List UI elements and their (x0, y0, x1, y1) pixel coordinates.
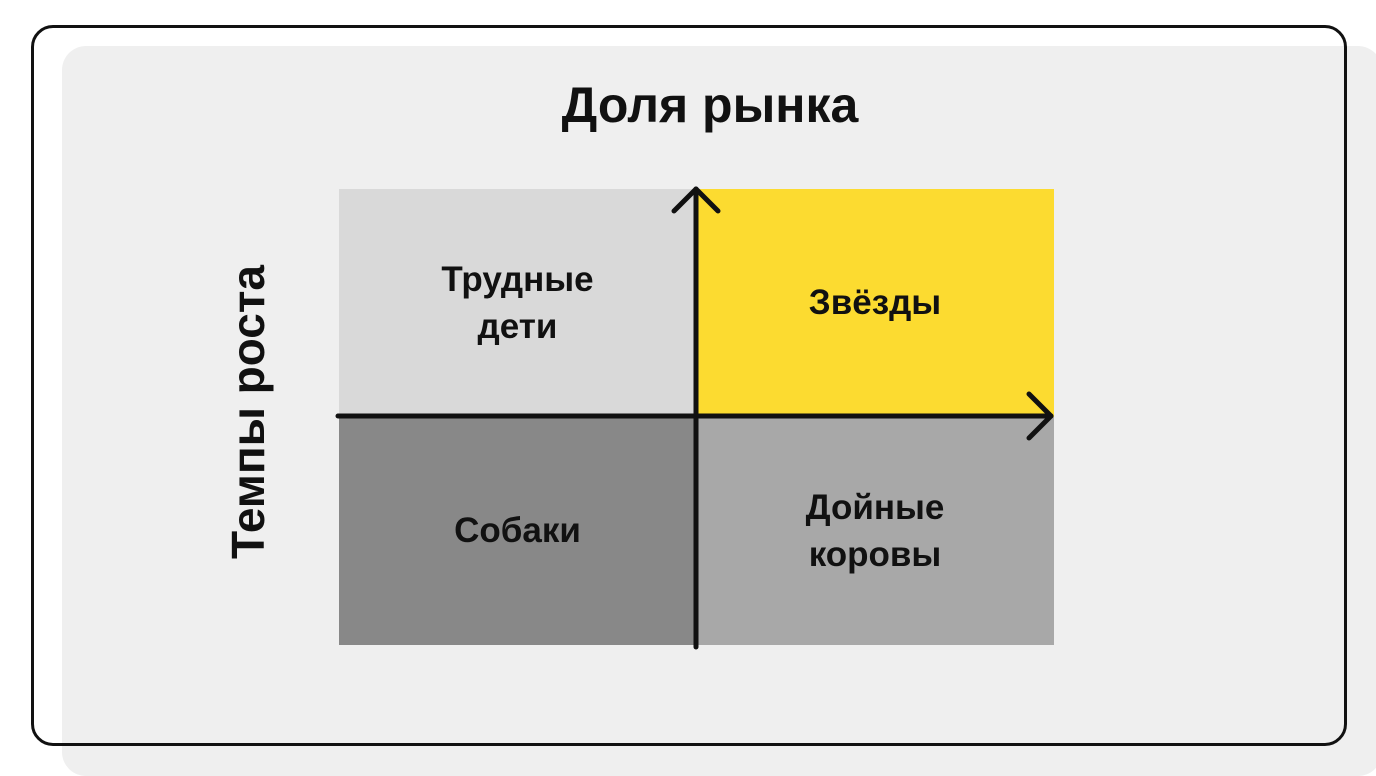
x-arrow-icon (1026, 391, 1054, 441)
quadrant-stars: Звёзды (696, 189, 1054, 417)
label: Звёзды (808, 283, 942, 323)
y-arrow-icon (671, 186, 721, 214)
quadrant-dogs: Собаки (339, 417, 696, 645)
quadrant-cash-cows: Дойные коровы (696, 417, 1054, 645)
frame (31, 25, 1347, 746)
label: Дойные (805, 487, 945, 527)
x-axis-title: Доля рынка (561, 77, 859, 133)
label: Собаки (454, 511, 581, 551)
label: дети (477, 307, 558, 346)
label: Трудные (441, 259, 594, 299)
quadrant-question-marks: Трудные дети (339, 189, 696, 417)
label: коровы (808, 535, 942, 574)
